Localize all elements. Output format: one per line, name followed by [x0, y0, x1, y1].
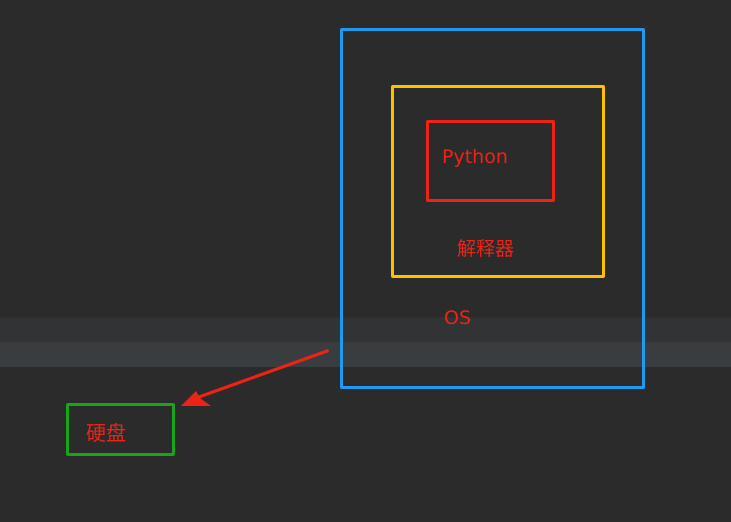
editor-line-band — [0, 317, 731, 343]
interpreter-box — [391, 85, 605, 278]
os-label: OS — [444, 307, 472, 329]
disk-box — [66, 403, 175, 456]
python-label: Python — [442, 146, 508, 168]
arrow-shaft — [197, 349, 329, 399]
interpreter-label: 解释器 — [457, 238, 515, 260]
python-box — [426, 120, 555, 202]
disk-label: 硬盘 — [86, 421, 126, 445]
arrow-head-icon — [181, 391, 211, 406]
os-box — [340, 28, 645, 389]
editor-current-line-band — [0, 342, 731, 367]
